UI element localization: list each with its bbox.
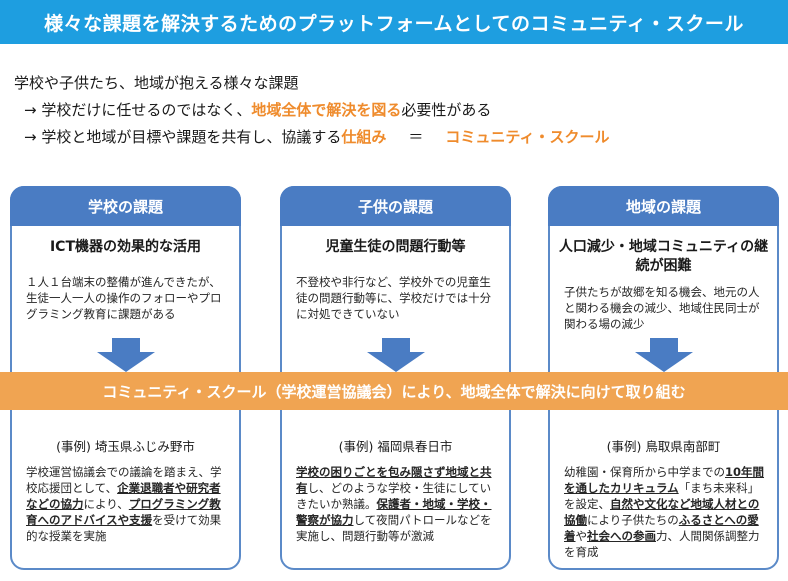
emphasized-text: プログラミング教育へのアドバイスや支援: [26, 497, 221, 527]
issue-description: 子供たちが故郷を知る機会、地元の人と関わる機会の減少、地域住民同士が関わる場の減…: [564, 285, 760, 331]
intro-text: 学校や子供たち、地域が抱える様々な課題 → 学校だけに任せるのではなく、地域全体…: [14, 70, 609, 151]
page-title: 様々な課題を解決するためのプラットフォームとしてのコミュニティ・スクール: [0, 0, 788, 44]
case-text: 力、人間関係調整力を育成: [564, 529, 760, 559]
intro-line-3-community-school: コミュニティ・スクール: [445, 128, 610, 146]
down-arrow-icon: [97, 338, 155, 372]
emphasized-text: 自然や文化など地域人材との協働: [564, 497, 760, 527]
case-description: 学校運営協議会での議論を踏まえ、学校応援団として、企業退職者や研究者などの協力に…: [26, 464, 231, 544]
down-arrow-icon: [635, 338, 693, 372]
intro-line-3-highlight: 仕組み: [341, 128, 387, 146]
intro-line-2: → 学校だけに任せるのではなく、地域全体で解決を図る必要性がある: [14, 97, 609, 124]
down-arrow-icon: [367, 338, 425, 372]
intro-line-3: → 学校と地域が目標や課題を共有し、協議する仕組み ＝ コミュニティ・スクール: [14, 124, 609, 151]
emphasized-text: 学校の困りごとを包み隠さず地域と共有: [296, 465, 492, 495]
emphasized-text: 社会への参画: [587, 529, 656, 543]
case-title: (事例) 福岡県春日市: [338, 439, 453, 454]
column-header: 子供の課題: [280, 186, 511, 226]
emphasized-text: 企業退職者や研究者などの協力: [26, 481, 221, 511]
column-header: 地域の課題: [548, 186, 779, 226]
intro-line-1: 学校や子供たち、地域が抱える様々な課題: [14, 74, 299, 92]
intro-line-2-pre: → 学校だけに任せるのではなく、: [24, 101, 252, 119]
case-text: 幼稚園・保育所から中学までの: [564, 465, 725, 479]
case-text: し、どのような学校・生徒にしていきたいか熟議。: [296, 481, 492, 511]
case-title: (事例) 埼玉県ふじみ野市: [56, 439, 195, 454]
issue-description: 不登校や非行など、学校外での児童生徒の問題行動等に、学校だけでは十分に対処できて…: [296, 275, 492, 321]
case-description: 幼稚園・保育所から中学までの10年間を通したカリキュラム「まち未来科」を設定、自…: [564, 464, 769, 560]
issue-title: ICT機器の効果的な活用: [49, 239, 202, 255]
emphasized-text: ふるさとへの愛着: [564, 513, 759, 543]
emphasized-text: 保護者・地域・学校・警察が協力: [296, 497, 492, 527]
case-text: を受けて効果的な授業を実施: [26, 513, 222, 543]
intro-line-2-post: 必要性がある: [401, 101, 492, 119]
emphasized-text: 10年間を通したカリキュラム: [564, 465, 765, 495]
case-text: や: [575, 529, 588, 543]
equals-sign: ＝: [408, 128, 424, 146]
case-text: して夜間パトロールなどを実施し、問題行動等が激減: [296, 513, 492, 543]
case-title: (事例) 鳥取県南部町: [606, 439, 721, 454]
issue-title: 児童生徒の問題行動等: [325, 239, 466, 255]
case-text: 学校運営協議会での議論を踏まえ、学校応援団として、: [26, 465, 222, 495]
intro-line-3-pre: → 学校と地域が目標や課題を共有し、協議する: [24, 128, 342, 146]
case-text: 「まち未来科」を設定、: [564, 481, 760, 511]
community-school-banner: コミュニティ・スクール（学校運営協議会）により、地域全体で解決に向けて取り組む: [0, 372, 788, 410]
issue-description: １人１台端末の整備が進んできたが、生徒一人一人の操作のフォローやプログラミング教…: [26, 275, 222, 321]
case-text: により、: [83, 497, 129, 511]
column-header: 学校の課題: [10, 186, 241, 226]
case-description: 学校の困りごとを包み隠さず地域と共有し、どのような学校・生徒にしていきたいか熟議…: [296, 464, 501, 544]
issue-title: 人口減少・地域コミュニティの継続が困難: [558, 239, 769, 274]
intro-line-2-highlight: 地域全体で解決を図る: [251, 101, 402, 119]
case-text: により子供たちの: [587, 513, 679, 527]
